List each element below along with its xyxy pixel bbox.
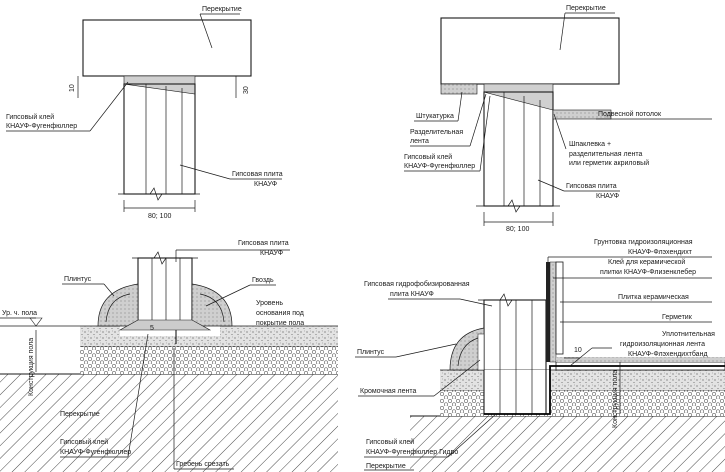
detail-wall-to-suspended-ceiling: 80; 100 Перекрытие Штукатурка Разделител… <box>404 5 712 233</box>
svg-text:КНАУФ-Фугенфюллер: КНАУФ-Фугенфюллер <box>6 123 77 130</box>
label-ceiling: Перекрытие <box>202 6 242 13</box>
floor-slab-wet <box>410 416 725 472</box>
plinth-right <box>191 283 233 327</box>
label-plaster: Штукатурка <box>416 113 454 120</box>
detail-wet-room-floor: 10 Конструкция пола Грунтовка гидроизоля… <box>355 239 725 472</box>
svg-text:покрытие пола: покрытие пола <box>256 320 304 327</box>
ceiling-slab-right <box>440 17 620 85</box>
suspended-ceiling <box>552 109 612 120</box>
label-cut: Гребень срезать <box>176 460 230 468</box>
svg-text:КНАУФ-Флэхендихтбанд: КНАУФ-Флэхендихтбанд <box>628 350 708 358</box>
svg-text:КНАУФ: КНАУФ <box>254 181 277 188</box>
tile-adhesive <box>549 261 557 363</box>
insulation-wet <box>440 390 725 416</box>
plinth-wet <box>449 327 485 371</box>
label-floor-construction: Конструкция пола <box>28 338 35 396</box>
svg-text:разделительная лента: разделительная лента <box>569 151 642 158</box>
label-plinth-wet: Плинтус <box>357 349 385 356</box>
label-board-right: Гипсовая плита <box>566 183 617 190</box>
svg-text:или герметик акриловый: или герметик акриловый <box>569 159 649 167</box>
gypsum-board-floor <box>137 257 193 329</box>
glue-bed <box>118 319 212 331</box>
svg-text:основания под: основания под <box>256 310 304 317</box>
label-tile-glue: Клей для керамической <box>608 258 685 266</box>
label-glue: Гипсовый клей <box>6 113 54 121</box>
label-putty: Шпаклевка + <box>569 141 611 148</box>
label-ceiling-floor: Перекрытие <box>60 411 100 418</box>
label-glue-right: Гипсовый клей <box>404 153 452 161</box>
gypsum-board <box>123 83 196 195</box>
plaster-layer <box>440 83 478 95</box>
dimension-10: 10 <box>69 84 76 92</box>
svg-text:гидроизоляционная лента: гидроизоляционная лента <box>620 341 705 348</box>
label-floor-construction-wet: Конструкция пола <box>612 370 619 428</box>
label-glue-floor: Гипсовый клей <box>60 438 108 446</box>
glue-wedge <box>123 75 196 95</box>
svg-text:КНАУФ: КНАУФ <box>260 250 283 257</box>
svg-text:КНАУФ-Флэхендихт: КНАУФ-Флэхендихт <box>628 249 693 256</box>
label-board-wet: Гипсовая гидрофобизированная <box>364 280 470 288</box>
detail-wall-to-floor: 5 Ур. ч. пола Конструкция пола Гипсовая … <box>0 240 338 472</box>
seal-tape <box>484 365 725 415</box>
screed-wet <box>440 370 725 390</box>
svg-text:КНАУФ-Фугенфюллер Гидро: КНАУФ-Фугенфюллер Гидро <box>366 449 458 456</box>
label-seal-tape: Уплотнительная <box>662 331 715 338</box>
label-glue-wet: Гипсовый клей <box>366 438 414 446</box>
plinth-left <box>97 283 139 327</box>
label-board: Гипсовая плита <box>232 171 283 178</box>
label-floor-level: Ур. ч. пола <box>2 310 37 317</box>
label-suspended-ceiling: Подвесной потолок <box>598 110 662 118</box>
label-sealant: Герметик <box>662 314 693 321</box>
glue-wedge-right <box>483 83 554 111</box>
label-tile: Плитка керамическая <box>618 294 689 301</box>
label-base-level: Уровень <box>256 300 283 307</box>
dimension-width-right: 80; 100 <box>506 226 529 233</box>
svg-text:КНАУФ-Фугенфюллер: КНАУФ-Фугенфюллер <box>60 449 131 456</box>
svg-text:КНАУФ-Фугенфюллер: КНАУФ-Фугенфюллер <box>404 163 475 170</box>
break-mark <box>118 187 200 201</box>
ceramic-tile <box>555 261 564 355</box>
svg-text:КНАУФ: КНАУФ <box>596 193 619 200</box>
label-plinth: Плинтус <box>64 276 92 283</box>
label-nail: Гвоздь <box>252 277 274 284</box>
insulation-layer <box>80 346 338 374</box>
label-edge-tape: Кромочная лента <box>360 388 417 395</box>
svg-text:плитки КНАУФ-Флизенклебер: плитки КНАУФ-Флизенклебер <box>600 268 696 276</box>
svg-text:лента: лента <box>410 138 429 145</box>
label-ceiling-right: Перекрытие <box>566 5 606 12</box>
gypsum-board-right <box>483 91 554 207</box>
floor-slab <box>0 374 338 472</box>
ceiling-slab <box>82 19 252 77</box>
dimension-10-wet: 10 <box>574 347 582 354</box>
dimension-30: 30 <box>243 86 250 94</box>
svg-text:плита КНАУФ: плита КНАУФ <box>390 291 434 298</box>
waterproof-primer-layer <box>546 262 550 362</box>
label-primer: Грунтовка гидроизоляционная <box>594 239 693 246</box>
label-board-floor: Гипсовая плита <box>238 240 289 247</box>
label-ceiling-wet: Перекрытие <box>366 463 406 470</box>
edge-tape <box>477 333 485 371</box>
dimension-5: 5 <box>150 325 154 332</box>
detail-wall-to-ceiling: 80; 100 10 30 Перекрытие Гипсовый клей К… <box>6 6 283 220</box>
dimension-width: 80; 100 <box>148 213 171 220</box>
label-separator: Разделительная <box>410 129 463 136</box>
